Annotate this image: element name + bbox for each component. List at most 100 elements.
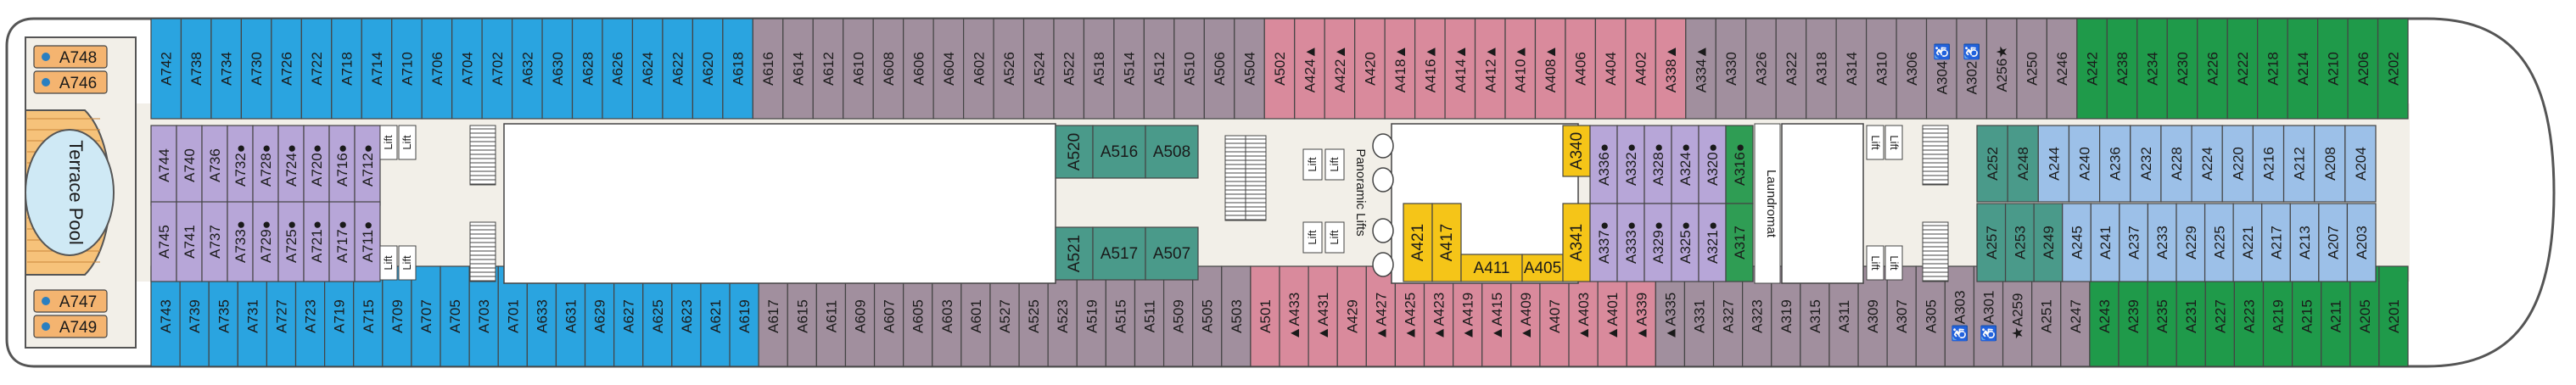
inner-cabin-A229[interactable]: A229 bbox=[2176, 203, 2206, 282]
cabin-A702[interactable]: A702 bbox=[481, 18, 513, 120]
cabin-A429[interactable]: A429 bbox=[1336, 265, 1367, 367]
inner-cabin-A721[interactable]: A721● bbox=[303, 201, 330, 282]
cabin-A223[interactable]: A223 bbox=[2233, 265, 2265, 367]
inner-cabin-A245[interactable]: A245 bbox=[2062, 203, 2092, 282]
suite-A516[interactable]: A516 bbox=[1092, 125, 1146, 179]
cabin-A618[interactable]: A618 bbox=[722, 18, 753, 120]
inner-cabin-A225[interactable]: A225 bbox=[2204, 203, 2234, 282]
cabin-A417[interactable]: A417 bbox=[1431, 203, 1462, 282]
cabin-A412[interactable]: A412▲ bbox=[1474, 18, 1506, 120]
inner-cabin-A737[interactable]: A737 bbox=[201, 201, 228, 282]
inner-cabin-A320[interactable]: A320● bbox=[1698, 125, 1727, 204]
inner-cabin-A732[interactable]: A732● bbox=[227, 125, 254, 206]
cabin-A305[interactable]: A305 bbox=[1915, 265, 1946, 367]
cabin-A706[interactable]: A706 bbox=[421, 18, 453, 120]
suite-A507[interactable]: A507 bbox=[1145, 226, 1199, 281]
cabin-A218[interactable]: A218 bbox=[2257, 18, 2288, 120]
cabin-A301[interactable]: ♿A301 bbox=[1973, 265, 2004, 367]
cabin-A518[interactable]: A518 bbox=[1083, 18, 1115, 120]
cabin-A511[interactable]: A511 bbox=[1134, 265, 1165, 367]
inner-cabin-A252[interactable]: A252 bbox=[1976, 125, 2008, 203]
cabin-A318[interactable]: A318 bbox=[1806, 18, 1837, 120]
cabin-A214[interactable]: A214 bbox=[2287, 18, 2319, 120]
cabin-A205[interactable]: A205 bbox=[2349, 265, 2380, 367]
lift[interactable]: Lift bbox=[398, 125, 417, 160]
suite-A521[interactable]: A521 bbox=[1055, 226, 1094, 281]
inner-cabin-A203[interactable]: A203 bbox=[2346, 203, 2377, 282]
inner-cabin-A236[interactable]: A236 bbox=[2099, 125, 2131, 203]
cabin-A330[interactable]: A330 bbox=[1715, 18, 1747, 120]
cabin-A707[interactable]: A707 bbox=[411, 265, 441, 367]
cabin-A259[interactable]: ★A259 bbox=[2002, 265, 2033, 367]
inner-cabin-A237[interactable]: A237 bbox=[2119, 203, 2149, 282]
cabin-A322[interactable]: A322 bbox=[1775, 18, 1807, 120]
inner-cabin-A324[interactable]: A324● bbox=[1671, 125, 1700, 204]
cabin-A405[interactable]: A405 bbox=[1521, 254, 1564, 282]
inner-cabin-A224[interactable]: A224 bbox=[2191, 125, 2223, 203]
cabin-A314[interactable]: A314 bbox=[1835, 18, 1868, 120]
inner-cabin-A336[interactable]: A336● bbox=[1589, 125, 1618, 204]
cabin-A710[interactable]: A710 bbox=[391, 18, 423, 120]
cabin-A206[interactable]: A206 bbox=[2347, 18, 2379, 120]
cabin-A726[interactable]: A726 bbox=[271, 18, 302, 120]
inner-cabin-A744[interactable]: A744 bbox=[150, 125, 177, 206]
cabin-A401[interactable]: ▲A401 bbox=[1597, 265, 1627, 367]
inner-cabin-A741[interactable]: A741 bbox=[176, 201, 203, 282]
cabin-A404[interactable]: A404 bbox=[1594, 18, 1627, 120]
cabin-A219[interactable]: A219 bbox=[2262, 265, 2293, 367]
cabin-A406[interactable]: A406 bbox=[1565, 18, 1597, 120]
cabin-A402[interactable]: A402 bbox=[1625, 18, 1656, 120]
cabin-A703[interactable]: A703 bbox=[468, 265, 499, 367]
cabin-A210[interactable]: A210 bbox=[2317, 18, 2349, 120]
aft-cabin-A749[interactable]: A749 bbox=[33, 315, 108, 338]
inner-cabin-A736[interactable]: A736 bbox=[201, 125, 228, 206]
lift[interactable]: Lift bbox=[1884, 125, 1903, 160]
inner-cabin-A317[interactable]: A317 bbox=[1725, 203, 1754, 282]
cabin-A505[interactable]: A505 bbox=[1192, 265, 1223, 367]
cabin-A339[interactable]: ▲A339 bbox=[1626, 265, 1656, 367]
cabin-A239[interactable]: A239 bbox=[2118, 265, 2148, 367]
cabin-A341[interactable]: A341 bbox=[1562, 203, 1591, 282]
cabin-A614[interactable]: A614 bbox=[782, 18, 814, 120]
inner-cabin-A332[interactable]: A332● bbox=[1616, 125, 1645, 204]
cabin-A238[interactable]: A238 bbox=[2106, 18, 2138, 120]
cabin-A338[interactable]: A338▲ bbox=[1655, 18, 1687, 120]
inner-cabin-A724[interactable]: A724● bbox=[277, 125, 305, 206]
inner-cabin-A716[interactable]: A716● bbox=[328, 125, 356, 206]
cabin-A302[interactable]: A302♿ bbox=[1956, 18, 1988, 120]
cabin-A230[interactable]: A230 bbox=[2166, 18, 2198, 120]
inner-cabin-A207[interactable]: A207 bbox=[2318, 203, 2349, 282]
inner-cabin-A217[interactable]: A217 bbox=[2261, 203, 2291, 282]
inner-cabin-A248[interactable]: A248 bbox=[2007, 125, 2039, 203]
inner-cabin-A241[interactable]: A241 bbox=[2090, 203, 2120, 282]
lift[interactable]: Lift bbox=[1884, 245, 1903, 281]
cabin-A215[interactable]: A215 bbox=[2291, 265, 2322, 367]
lift[interactable]: Lift bbox=[1866, 125, 1884, 160]
inner-cabin-A325[interactable]: A325● bbox=[1671, 203, 1700, 282]
cabin-A722[interactable]: A722 bbox=[300, 18, 333, 120]
cabin-A610[interactable]: A610 bbox=[843, 18, 874, 120]
cabin-A718[interactable]: A718 bbox=[331, 18, 362, 120]
inner-cabin-A253[interactable]: A253 bbox=[2004, 203, 2035, 282]
cabin-A522[interactable]: A522 bbox=[1053, 18, 1085, 120]
inner-cabin-A221[interactable]: A221 bbox=[2232, 203, 2263, 282]
suite-A508[interactable]: A508 bbox=[1145, 125, 1199, 179]
inner-cabin-A720[interactable]: A720● bbox=[303, 125, 330, 206]
inner-cabin-A740[interactable]: A740 bbox=[176, 125, 203, 206]
cabin-A421[interactable]: A421 bbox=[1403, 203, 1433, 282]
cabin-A738[interactable]: A738 bbox=[180, 18, 212, 120]
cabin-A606[interactable]: A606 bbox=[903, 18, 934, 120]
cabin-A630[interactable]: A630 bbox=[541, 18, 574, 120]
cabin-A201[interactable]: A201 bbox=[2378, 265, 2409, 367]
cabin-A509[interactable]: A509 bbox=[1162, 265, 1194, 367]
inner-cabin-A244[interactable]: A244 bbox=[2037, 125, 2070, 203]
lift[interactable]: Lift bbox=[1302, 148, 1323, 181]
inner-cabin-A249[interactable]: A249 bbox=[2033, 203, 2064, 282]
cabin-A510[interactable]: A510 bbox=[1173, 18, 1205, 120]
cabin-A340[interactable]: A340 bbox=[1562, 125, 1591, 177]
cabin-A418[interactable]: A418▲ bbox=[1384, 18, 1416, 120]
cabin-A739[interactable]: A739 bbox=[179, 265, 210, 367]
cabin-A234[interactable]: A234 bbox=[2136, 18, 2168, 120]
cabin-A226[interactable]: A226 bbox=[2197, 18, 2228, 120]
cabin-A743[interactable]: A743 bbox=[150, 265, 181, 367]
